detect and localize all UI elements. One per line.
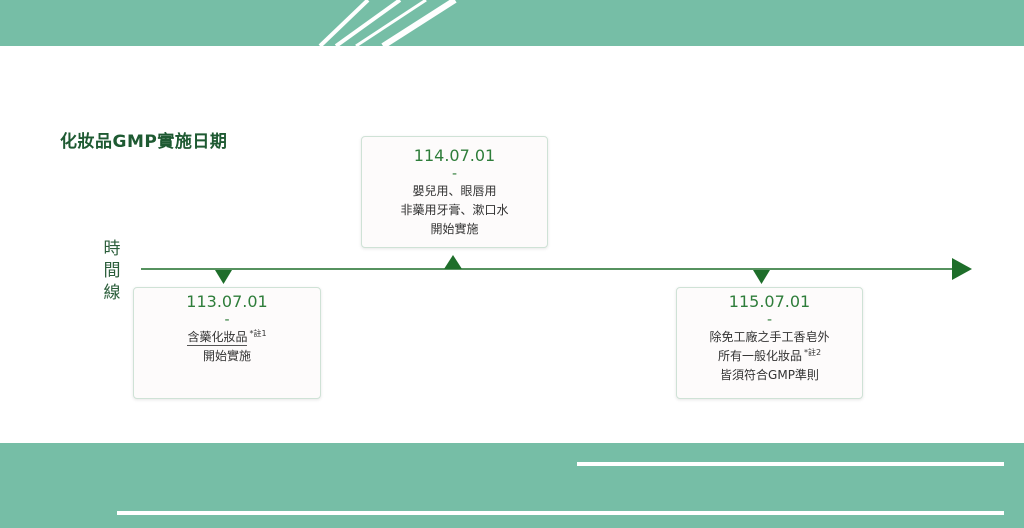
milestone-line-text: 嬰兒用、眼唇用 (412, 184, 497, 198)
timeline-label-char: 時 (103, 239, 121, 259)
milestone-date: 115.07.01 (728, 292, 811, 311)
milestone-line: 含藥化妝品*註1 (134, 328, 320, 347)
milestone-separator: - (766, 312, 773, 328)
timeline-arrowhead (952, 258, 972, 280)
milestone-line: 嬰兒用、眼唇用 (362, 182, 547, 201)
milestone-marker-3 (753, 270, 770, 284)
top-banner (0, 0, 1024, 46)
milestone-line-text: 所有一般化妝品 (717, 349, 802, 363)
milestone-line-text: 含藥化妝品 (187, 330, 248, 346)
milestone-separator: - (451, 166, 458, 182)
milestone-line-text: 開始實施 (430, 222, 479, 236)
milestone-line: 除免工廠之手工香皂外 (677, 328, 862, 347)
milestone-line: 皆須符合GMP準則 (677, 366, 862, 385)
milestone-marker-2 (444, 255, 462, 269)
milestone-line: 所有一般化妝品*註2 (677, 347, 862, 366)
milestone-card-114: 114.07.01 - 嬰兒用、眼唇用 非藥用牙膏、漱口水 開始實施 (361, 136, 548, 248)
bottom-banner (0, 443, 1024, 528)
milestone-line: 開始實施 (362, 220, 547, 239)
footnote-marker: *註2 (803, 348, 822, 357)
milestone-card-115: 115.07.01 - 除免工廠之手工香皂外 所有一般化妝品*註2 皆須符合GM… (676, 287, 863, 399)
milestone-line-text: 非藥用牙膏、漱口水 (400, 203, 509, 217)
milestone-line-text: 除免工廠之手工香皂外 (709, 330, 830, 344)
milestone-line-text: 開始實施 (202, 349, 251, 363)
timeline-label: 時 間 線 (100, 238, 124, 304)
footnote-marker: *註1 (249, 329, 267, 338)
milestone-date: 113.07.01 (186, 292, 268, 311)
milestone-line: 非藥用牙膏、漱口水 (362, 201, 547, 220)
milestone-card-113: 113.07.01 - 含藥化妝品*註1 開始實施 (133, 287, 321, 399)
milestone-date: 114.07.01 (413, 146, 496, 165)
milestone-line-text: 皆須符合GMP準則 (720, 368, 819, 382)
milestone-separator: - (224, 312, 230, 328)
milestone-line: 開始實施 (134, 347, 320, 366)
milestone-marker-1 (215, 270, 232, 284)
page-title: 化妝品GMP實施日期 (60, 132, 228, 152)
timeline-label-char: 間 (103, 261, 121, 281)
timeline-label-char: 線 (103, 283, 121, 303)
